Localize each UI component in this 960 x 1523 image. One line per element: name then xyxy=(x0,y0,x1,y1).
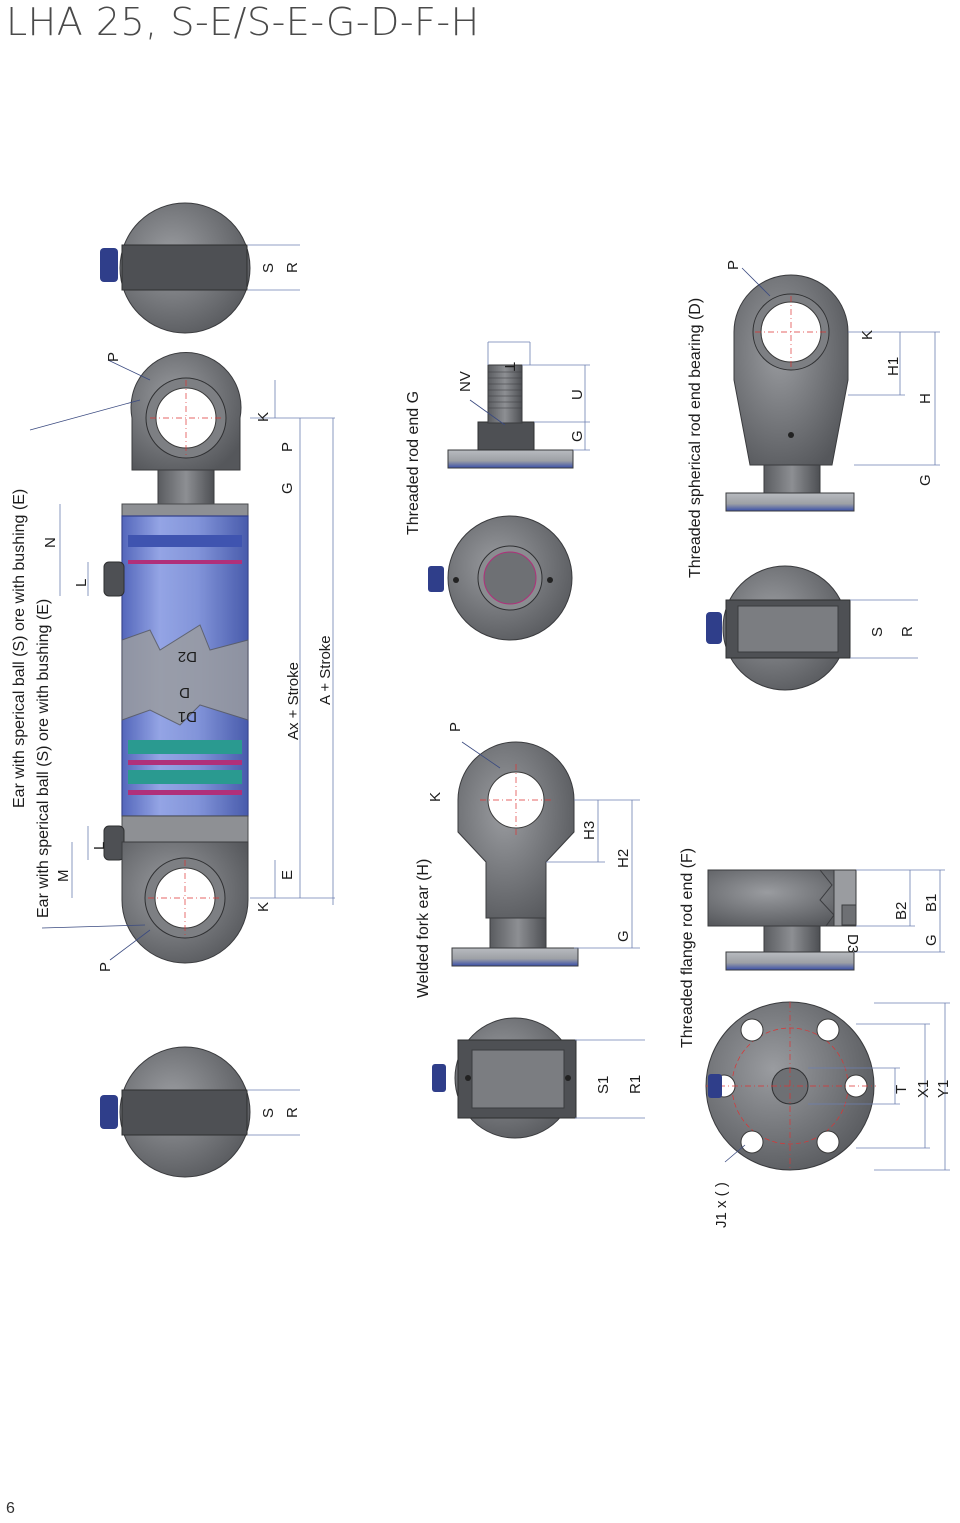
dim-n: N xyxy=(42,537,59,548)
dim-h3: H3 xyxy=(581,821,598,840)
dim-k-fork: K xyxy=(427,792,444,802)
dim-d3: D3 xyxy=(844,934,861,953)
dim-h2: H2 xyxy=(615,849,632,868)
dim-d: D xyxy=(179,684,190,701)
caption-flange-rod-end-f: Threaded flange rod end (F) xyxy=(679,848,696,1048)
welded-fork-ear-h xyxy=(432,741,645,1139)
dim-j1: J1 x ( ) xyxy=(713,1182,730,1228)
dim-l-bottom: L xyxy=(91,842,108,850)
page-number: 6 xyxy=(6,1500,15,1517)
dim-r-top: R xyxy=(284,262,301,273)
dim-g-cyl: G xyxy=(279,482,296,494)
dim-y1: Y1 xyxy=(935,1080,952,1098)
dim-d1: D1 xyxy=(178,708,197,725)
dim-t-rod: T xyxy=(501,362,518,371)
dim-m: M xyxy=(55,870,72,883)
caption-ear-bottom: Ear with sperical ball (S) ore with bush… xyxy=(35,599,52,918)
threaded-flange-rod-end-f xyxy=(705,869,950,1171)
dim-g-rod: G xyxy=(569,430,586,442)
cylinder-view: S R D1 D D2 xyxy=(29,202,335,1178)
dim-b2: B2 xyxy=(893,902,910,920)
cylinder-eye-bottom xyxy=(121,841,249,964)
dim-k-bearing: K xyxy=(859,330,876,340)
caption-welded-fork-ear-h: Welded fork ear (H) xyxy=(415,859,432,998)
dim-p-bottom: P xyxy=(97,962,114,972)
dim-h1: H1 xyxy=(885,357,902,376)
dim-p-mid: P xyxy=(279,442,296,452)
dim-l-top: L xyxy=(73,579,90,587)
dim-p-fork: P xyxy=(447,722,464,732)
dim-t-flange: T xyxy=(893,1085,910,1094)
dim-p-bearing: P xyxy=(725,260,742,270)
caption-threaded-rod-end-g: Threaded rod end G xyxy=(405,391,422,535)
caption-spherical-bearing-d: Threaded spherical rod end bearing (D) xyxy=(687,298,704,578)
caption-ear-top: Ear with sperical ball (S) ore with bush… xyxy=(11,489,28,808)
dim-a-stroke: A + Stroke xyxy=(317,635,334,705)
dim-h: H xyxy=(917,393,934,404)
dim-ax-stroke: Ax + Stroke xyxy=(285,662,302,740)
page-title: LHA 25, S-E/S-E-G-D-F-H xyxy=(6,0,480,44)
dim-r1: R1 xyxy=(627,1075,644,1094)
dim-k-top: K xyxy=(255,412,272,422)
dim-g-flange: G xyxy=(923,934,940,946)
cylinder-body xyxy=(103,503,249,861)
dim-d2: D2 xyxy=(178,648,197,665)
dim-r-bearing: R xyxy=(899,626,916,637)
dim-g-fork: G xyxy=(615,930,632,942)
dim-r-bottom: R xyxy=(284,1107,301,1118)
dim-g-bearing: G xyxy=(917,474,934,486)
dim-s-bearing: S xyxy=(869,627,886,637)
cylinder-bottom-end-view xyxy=(100,1046,300,1178)
dim-s1: S1 xyxy=(595,1076,612,1094)
cylinder-top-end-view xyxy=(100,202,300,334)
dim-b1: B1 xyxy=(923,894,940,912)
threaded-spherical-rod-end-bearing-d xyxy=(706,267,940,691)
dim-k-bottom: K xyxy=(255,902,272,912)
dim-e: E xyxy=(279,870,296,880)
dim-s-bottom: S xyxy=(260,1108,277,1118)
threaded-rod-end-g xyxy=(428,341,590,641)
dim-p-top: P xyxy=(105,352,122,362)
dim-x1: X1 xyxy=(915,1080,932,1098)
rod-eye-top xyxy=(130,352,242,505)
dim-nv: NV xyxy=(457,371,474,392)
dim-s-top: S xyxy=(260,263,277,273)
dim-u: U xyxy=(569,389,586,400)
